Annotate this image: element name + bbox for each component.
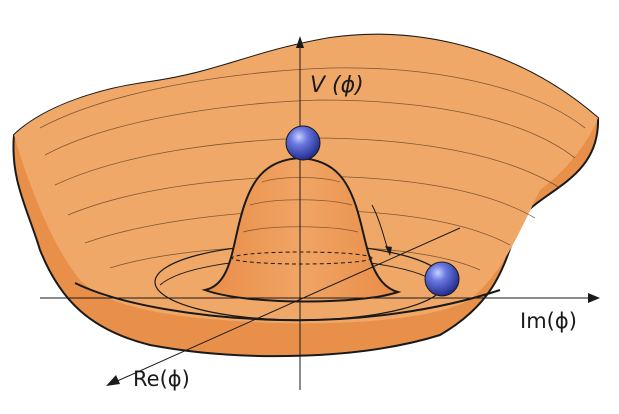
motion-arrowhead bbox=[385, 246, 392, 256]
re-axis-label: Re(ϕ) bbox=[133, 367, 190, 391]
ball-trough bbox=[424, 261, 460, 297]
axes bbox=[40, 44, 592, 390]
re-axis-arrowhead bbox=[106, 375, 120, 386]
central-hump bbox=[201, 156, 402, 303]
im-axis-label: Im(ϕ) bbox=[520, 309, 577, 333]
hump-dashed-ring bbox=[231, 251, 373, 265]
v-axis-arrowhead bbox=[296, 36, 304, 48]
ball-top bbox=[285, 125, 321, 161]
bowl-front-rim bbox=[74, 282, 501, 322]
v-axis-label: V (ϕ) bbox=[310, 73, 364, 98]
im-axis-arrowhead bbox=[588, 293, 600, 303]
